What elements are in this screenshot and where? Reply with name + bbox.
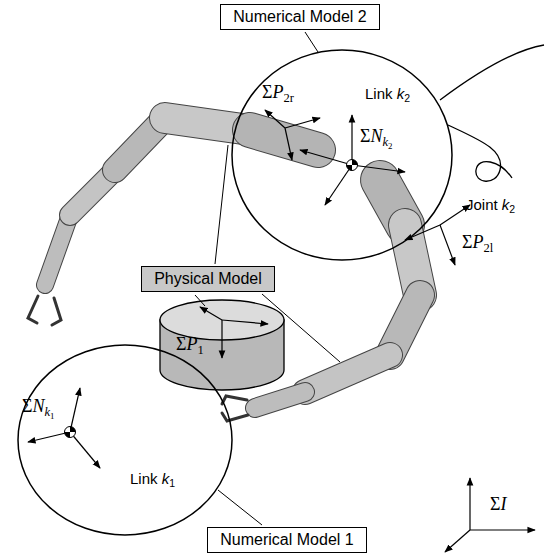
model-box: Physical Model bbox=[141, 266, 275, 292]
link-label: Link k1 bbox=[130, 470, 175, 488]
frame-label: ΣP2l bbox=[462, 232, 493, 254]
frame-label: ΣNk2 bbox=[360, 126, 393, 148]
box-title: Numerical Model 1 bbox=[220, 531, 353, 549]
frame-label: ΣP2r bbox=[262, 82, 294, 104]
link-label: Link k2 bbox=[365, 85, 410, 103]
frame-label: ΣNk1 bbox=[22, 396, 55, 418]
link-ellipse bbox=[232, 50, 452, 260]
model-box: Numerical Model 2 bbox=[220, 4, 380, 30]
cylinder-object bbox=[160, 300, 284, 390]
model-box: Numerical Model 1 bbox=[207, 527, 367, 553]
mass-center bbox=[65, 160, 358, 438]
box-title: Physical Model bbox=[154, 270, 262, 288]
coordinate-frame bbox=[28, 110, 535, 552]
frame-label: ΣP1 bbox=[176, 334, 204, 356]
box-title: Numerical Model 2 bbox=[233, 8, 366, 26]
robot-arm bbox=[28, 118, 318, 325]
joint-label: Joint k2 bbox=[466, 196, 515, 214]
link-ellipse bbox=[18, 345, 232, 535]
frame-label: ΣI bbox=[490, 494, 506, 516]
joint-curve bbox=[448, 125, 512, 181]
joint-curve bbox=[440, 45, 544, 100]
